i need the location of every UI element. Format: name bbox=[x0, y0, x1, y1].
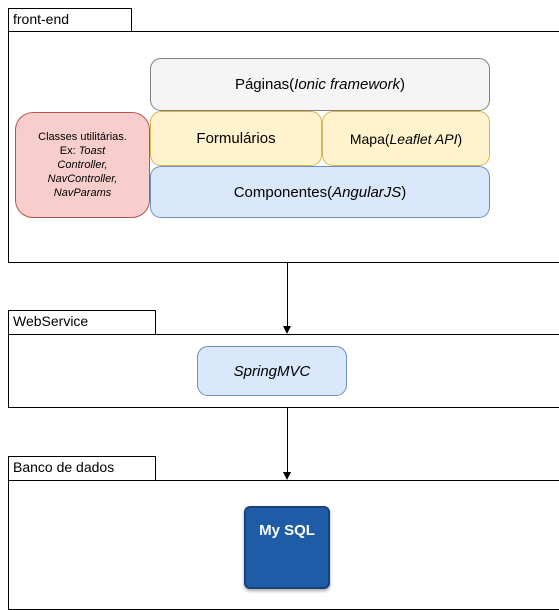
arrow-webservice-to-database-line bbox=[287, 408, 288, 474]
util-line5: NavParams bbox=[53, 187, 112, 199]
frontend-layer-title: front-end bbox=[13, 11, 70, 27]
arrow-webservice-to-database-head bbox=[283, 472, 291, 480]
util-line3: Controller, bbox=[57, 159, 108, 171]
webservice-layer-title: WebService bbox=[13, 313, 89, 329]
webservice-layer-tab: WebService bbox=[8, 310, 156, 335]
arrow-frontend-to-webservice-line bbox=[287, 263, 288, 327]
arrow-frontend-to-webservice-head bbox=[283, 326, 291, 334]
frontend-layer-tab: front-end bbox=[8, 8, 132, 32]
paginas-label: Páginas(Ionic framework) bbox=[234, 76, 406, 93]
componentes-label: Componentes(AngularJS) bbox=[233, 183, 407, 201]
formularios-label: Formulários bbox=[196, 130, 276, 147]
paginas-box: Páginas(Ionic framework) bbox=[150, 58, 490, 111]
util-line1: Classes utilitárias. bbox=[38, 131, 127, 143]
componentes-box: Componentes(AngularJS) bbox=[150, 166, 490, 218]
springmvc-label: SpringMVC bbox=[233, 362, 311, 380]
formularios-box: Formulários bbox=[150, 111, 322, 166]
mapa-label: Mapa(Leaflet API) bbox=[349, 130, 463, 147]
springmvc-box: SpringMVC bbox=[197, 346, 347, 396]
mysql-icon: My SQL bbox=[244, 506, 330, 589]
classes-utilitarias-box: Classes utilitárias. Ex: Toast Controlle… bbox=[15, 112, 150, 218]
util-line4: NavController, bbox=[47, 173, 118, 185]
mysql-label: My SQL bbox=[259, 522, 315, 539]
database-layer-tab: Banco de dados bbox=[8, 456, 156, 481]
util-line2: Ex: Toast bbox=[59, 145, 106, 157]
database-layer-title: Banco de dados bbox=[13, 459, 115, 475]
mapa-box: Mapa(Leaflet API) bbox=[322, 111, 490, 166]
